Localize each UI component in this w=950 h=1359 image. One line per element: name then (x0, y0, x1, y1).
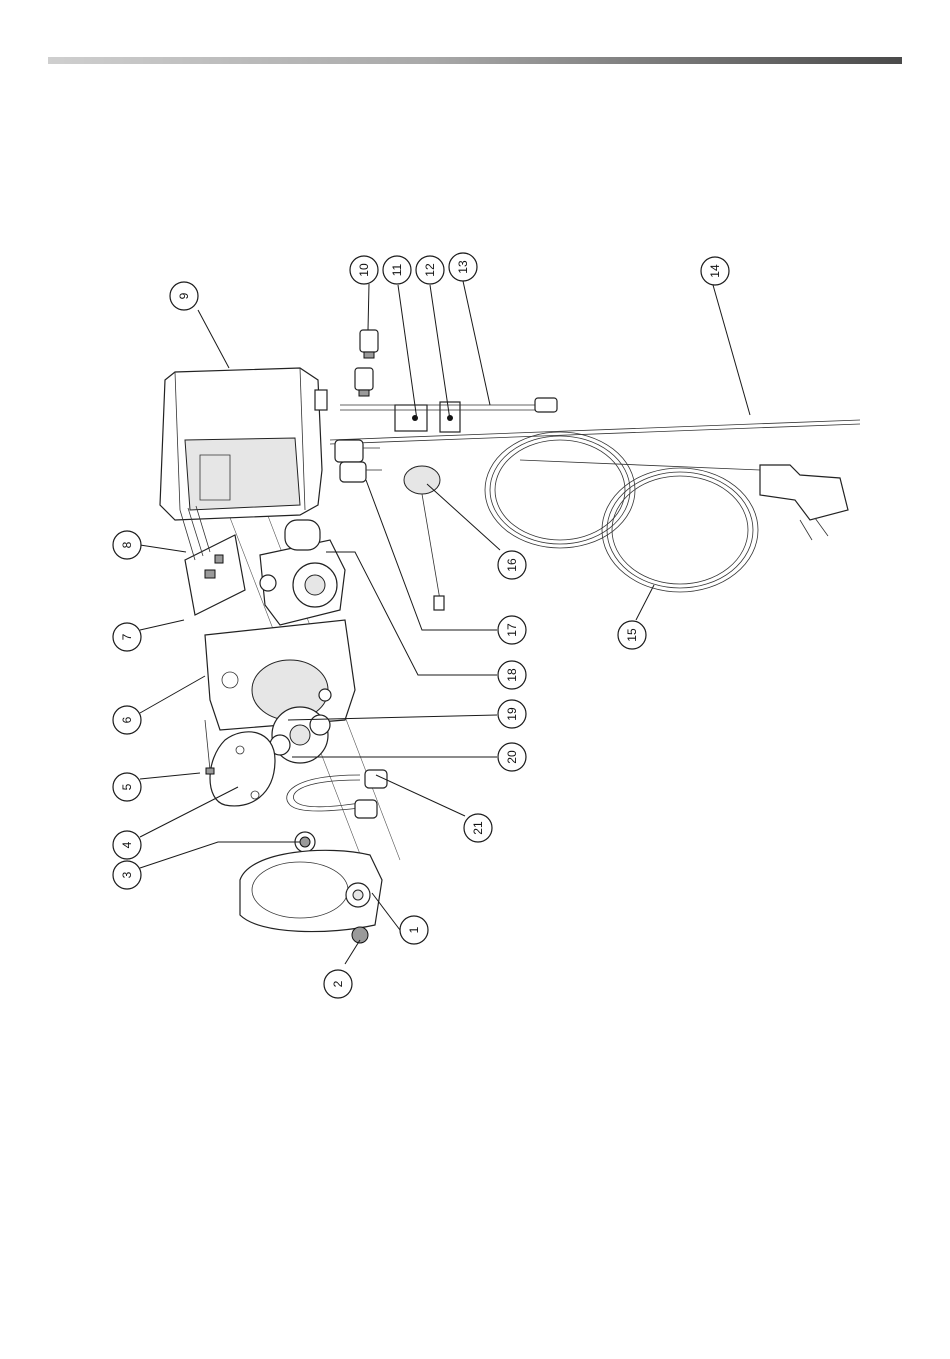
callout-21: 21 (464, 814, 492, 842)
motor-part (260, 520, 345, 625)
svg-text:1: 1 (407, 926, 421, 933)
svg-text:2: 2 (331, 980, 345, 987)
svg-text:18: 18 (505, 668, 519, 682)
callout-12: 12 (416, 256, 444, 284)
mains-plug-cable-part (520, 460, 848, 592)
svg-text:5: 5 (120, 783, 134, 790)
callout-15: 15 (618, 621, 646, 649)
callout-5: 5 (113, 773, 141, 801)
callout-1: 1 (400, 916, 428, 944)
callout-4: 4 (113, 831, 141, 859)
callouts: 1 2 3 4 5 6 7 8 (113, 253, 729, 998)
callout-18: 18 (498, 661, 526, 689)
callout-14: 14 (701, 257, 729, 285)
housing-part (160, 368, 327, 520)
callout-17: 17 (498, 616, 526, 644)
callout-20: 20 (498, 743, 526, 771)
callout-3: 3 (113, 861, 141, 889)
callout-19: 19 (498, 700, 526, 728)
callout-13: 13 (449, 253, 477, 281)
svg-text:10: 10 (357, 263, 371, 277)
svg-text:12: 12 (423, 263, 437, 277)
svg-text:11: 11 (390, 263, 404, 276)
callout-10: 10 (350, 256, 378, 284)
callout-9: 9 (170, 282, 198, 310)
svg-text:17: 17 (505, 623, 519, 637)
svg-text:16: 16 (505, 558, 519, 572)
circuit-board-part (180, 506, 245, 615)
switch-assembly-part (340, 398, 557, 432)
gasket-part (210, 732, 275, 806)
svg-text:4: 4 (120, 841, 134, 848)
svg-text:3: 3 (120, 871, 134, 878)
svg-text:15: 15 (625, 628, 639, 642)
float-sensor-part (404, 466, 444, 610)
callout-16: 16 (498, 551, 526, 579)
svg-text:7: 7 (120, 633, 134, 640)
pump-body-part (205, 620, 355, 730)
svg-text:6: 6 (120, 716, 134, 723)
svg-text:8: 8 (120, 541, 134, 548)
svg-text:21: 21 (471, 821, 485, 835)
callout-11: 11 (383, 256, 411, 284)
svg-text:9: 9 (177, 292, 191, 299)
callout-2: 2 (324, 970, 352, 998)
callout-7: 7 (113, 623, 141, 651)
connector-pair-part (355, 330, 378, 396)
cable-gland-part (335, 440, 382, 482)
svg-text:13: 13 (456, 260, 470, 274)
svg-text:19: 19 (505, 707, 519, 721)
svg-text:14: 14 (708, 264, 722, 278)
svg-text:20: 20 (505, 750, 519, 764)
front-cover-part (240, 850, 382, 931)
callout-6: 6 (113, 706, 141, 734)
callout-8: 8 (113, 531, 141, 559)
